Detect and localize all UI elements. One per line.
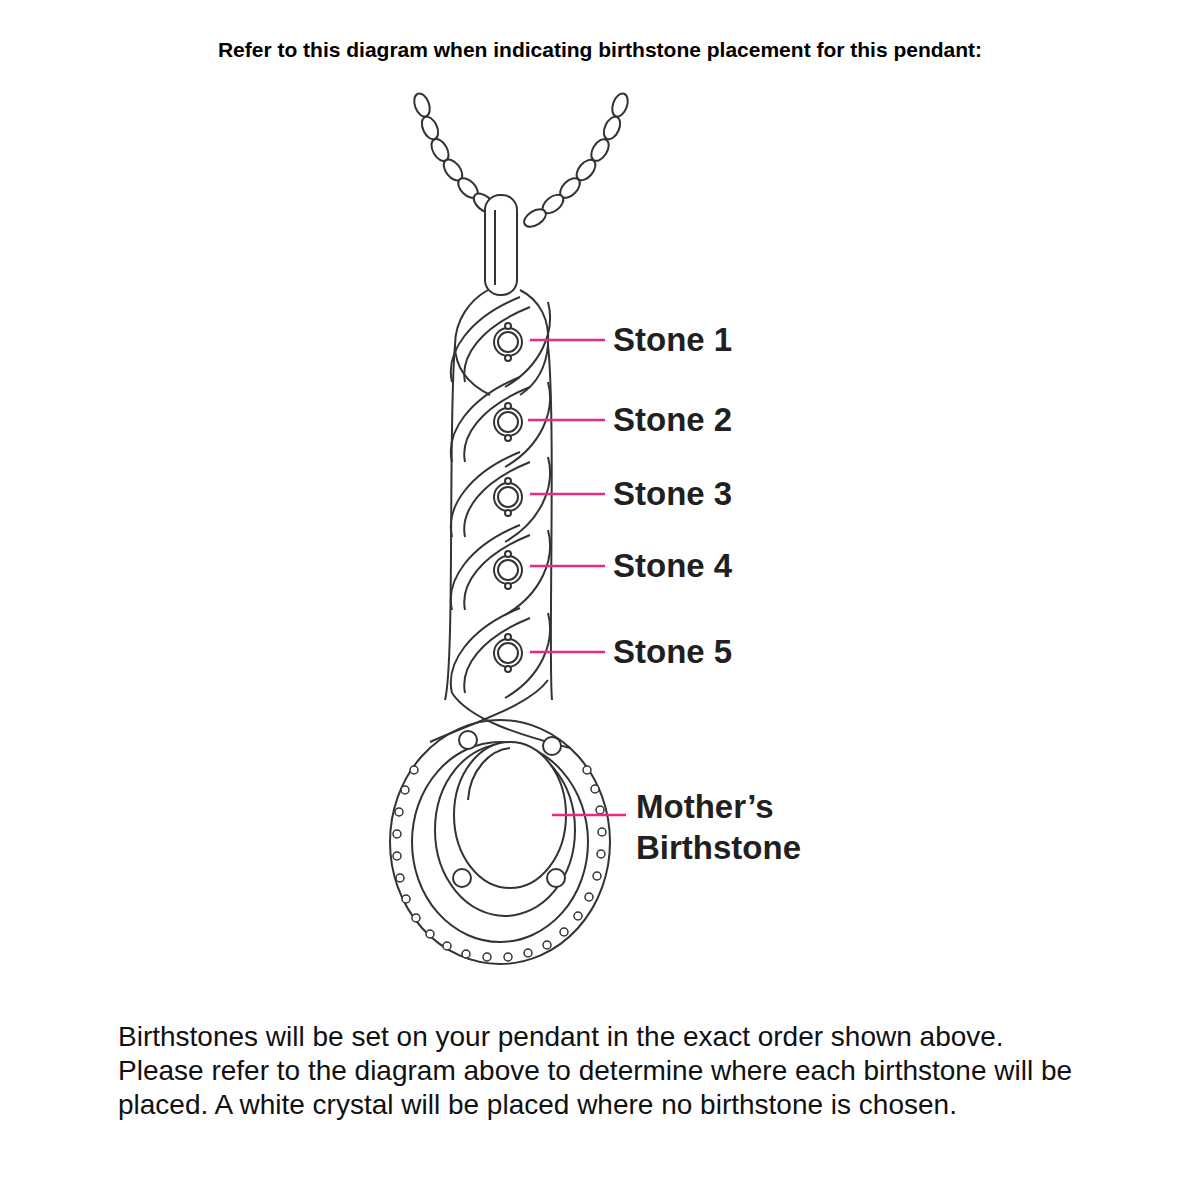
chain — [411, 91, 630, 230]
center-stone — [453, 731, 566, 888]
callout-label: Stone 5 — [613, 635, 732, 669]
small-stones — [494, 323, 522, 672]
leader-line — [528, 419, 605, 422]
leader-line — [530, 565, 605, 568]
callout-label: Stone 1 — [613, 323, 732, 357]
callout-label: Mother’s Birthstone — [636, 786, 836, 868]
leader-line — [530, 651, 605, 654]
bail — [485, 195, 517, 295]
twisted-strands — [430, 290, 570, 748]
caption-text: Birthstones will be set on your pendant … — [118, 1020, 1078, 1122]
callout-label: Stone 4 — [613, 549, 732, 583]
callout-label: Stone 2 — [613, 403, 732, 437]
title-text: Refer to this diagram when indicating bi… — [0, 38, 1200, 62]
leader-line — [530, 493, 605, 496]
leader-line — [552, 814, 626, 817]
loop-frame — [390, 720, 610, 964]
leader-lines — [528, 340, 626, 815]
leader-line — [530, 339, 605, 342]
callout-label: Stone 3 — [613, 477, 732, 511]
